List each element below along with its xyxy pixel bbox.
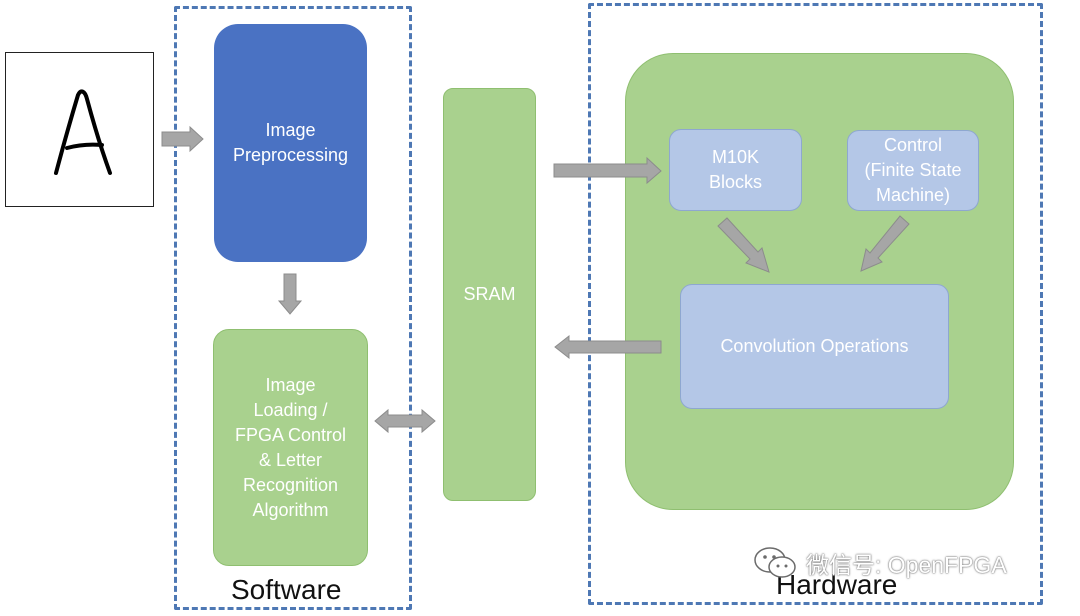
- arrow-input-to-preprocessing: [161, 125, 204, 153]
- convolution-operations-box: Convolution Operations: [680, 284, 949, 409]
- convolution-operations-label: Convolution Operations: [720, 336, 909, 356]
- sram-box: SRAM: [443, 88, 536, 501]
- m10k-blocks-box: M10K Blocks: [669, 129, 802, 211]
- wechat-icon: [754, 547, 796, 578]
- arrow-convolution-to-sram: [554, 334, 662, 360]
- handwritten-letter-a: [54, 89, 112, 175]
- input-letter-image: [5, 52, 154, 207]
- control-fsm-box: Control (Finite State Machine): [847, 130, 979, 211]
- arrow-sram-to-m10k: [553, 156, 662, 185]
- hardware-label: Hardware: [776, 569, 898, 600]
- arrow-preprocessing-to-loading: [277, 273, 303, 315]
- arrow-loading-sram-bidirectional: [374, 408, 436, 434]
- software-frame: [174, 6, 412, 610]
- sram-label: SRAM: [463, 284, 516, 304]
- image-preprocessing-box: Image Preprocessing: [214, 24, 367, 262]
- image-loading-label: Image Loading / FPGA Control & Letter Re…: [234, 374, 347, 520]
- image-preprocessing-label: Image Preprocessing: [232, 120, 349, 165]
- control-fsm-label: Control (Finite State Machine): [864, 135, 962, 205]
- software-label: Software: [231, 574, 342, 605]
- arrow-control-to-convolution: [860, 215, 910, 272]
- watermark: 微信号: OpenFPGA: [752, 543, 1007, 583]
- watermark-text: 微信号: OpenFPGA: [806, 552, 1007, 578]
- m10k-blocks-label: M10K Blocks: [708, 147, 762, 192]
- hardware-frame: [588, 3, 1043, 605]
- arrow-m10k-to-convolution: [717, 217, 770, 273]
- image-loading-box: Image Loading / FPGA Control & Letter Re…: [213, 329, 368, 566]
